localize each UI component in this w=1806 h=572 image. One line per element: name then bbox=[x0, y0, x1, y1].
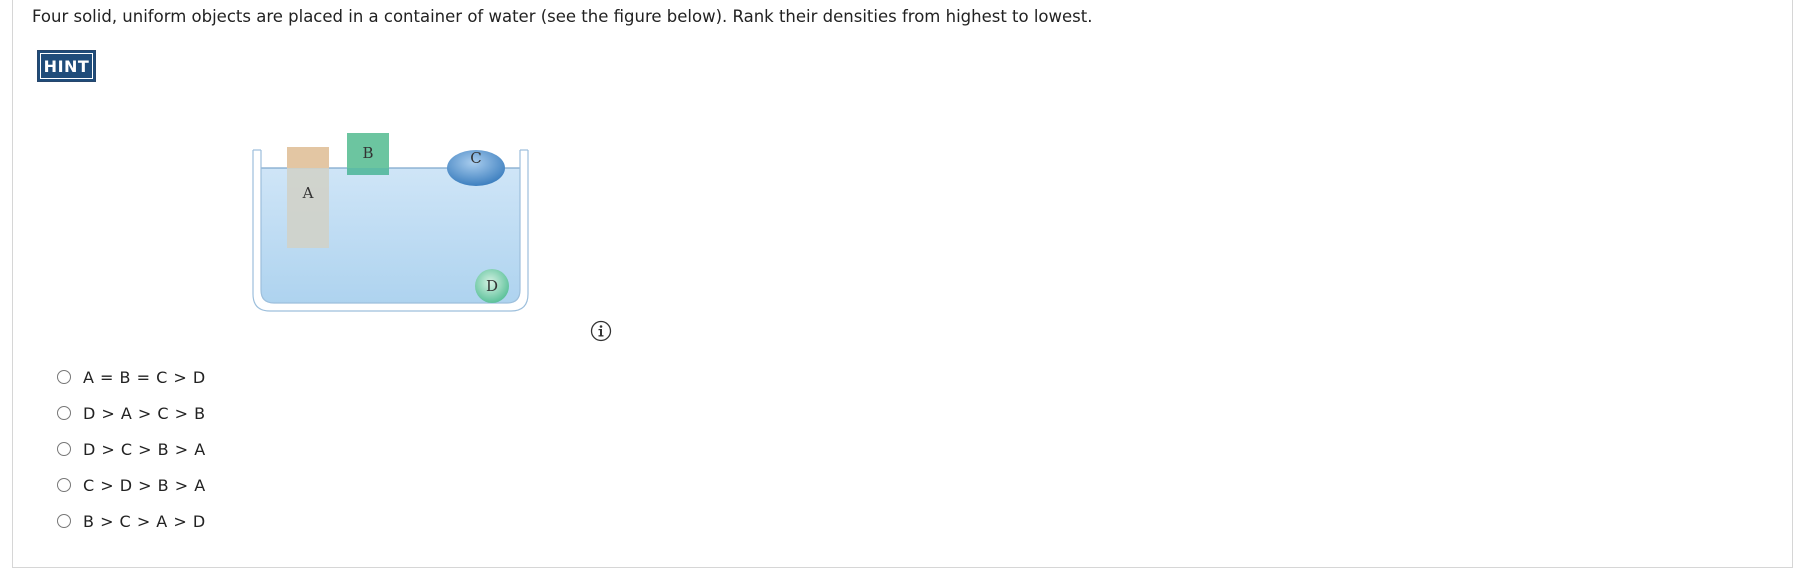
choice-label: D > C > B > A bbox=[83, 439, 206, 459]
choice-5[interactable]: B > C > A > D bbox=[57, 503, 206, 539]
choice-4[interactable]: C > D > B > A bbox=[57, 467, 206, 503]
radio-button[interactable] bbox=[57, 442, 71, 456]
label-c: C bbox=[470, 149, 481, 167]
choice-2[interactable]: D > A > C > B bbox=[57, 395, 206, 431]
question-text: Four solid, uniform objects are placed i… bbox=[32, 7, 1093, 26]
answer-choices: A = B = C > D D > A > C > B D > C > B > … bbox=[57, 359, 206, 539]
buoyancy-figure: A B C D bbox=[252, 133, 529, 312]
choice-label: A = B = C > D bbox=[83, 367, 206, 387]
object-d bbox=[475, 269, 509, 303]
hint-button[interactable]: HINT bbox=[37, 50, 96, 82]
choice-3[interactable]: D > C > B > A bbox=[57, 431, 206, 467]
choice-label: D > A > C > B bbox=[83, 403, 206, 423]
label-a: A bbox=[302, 184, 314, 202]
container-outer bbox=[252, 150, 529, 312]
object-a-below bbox=[287, 168, 329, 248]
question-panel bbox=[12, 0, 1793, 568]
object-c bbox=[447, 150, 505, 186]
container-inner bbox=[260, 150, 521, 304]
radio-button[interactable] bbox=[57, 370, 71, 384]
info-circle-icon[interactable] bbox=[590, 320, 612, 342]
choice-label: B > C > A > D bbox=[83, 511, 206, 531]
radio-button[interactable] bbox=[57, 514, 71, 528]
radio-button[interactable] bbox=[57, 478, 71, 492]
object-a-above bbox=[287, 147, 329, 168]
label-b: B bbox=[362, 144, 373, 162]
radio-button[interactable] bbox=[57, 406, 71, 420]
choice-label: C > D > B > A bbox=[83, 475, 206, 495]
choice-1[interactable]: A = B = C > D bbox=[57, 359, 206, 395]
label-d: D bbox=[486, 277, 498, 295]
